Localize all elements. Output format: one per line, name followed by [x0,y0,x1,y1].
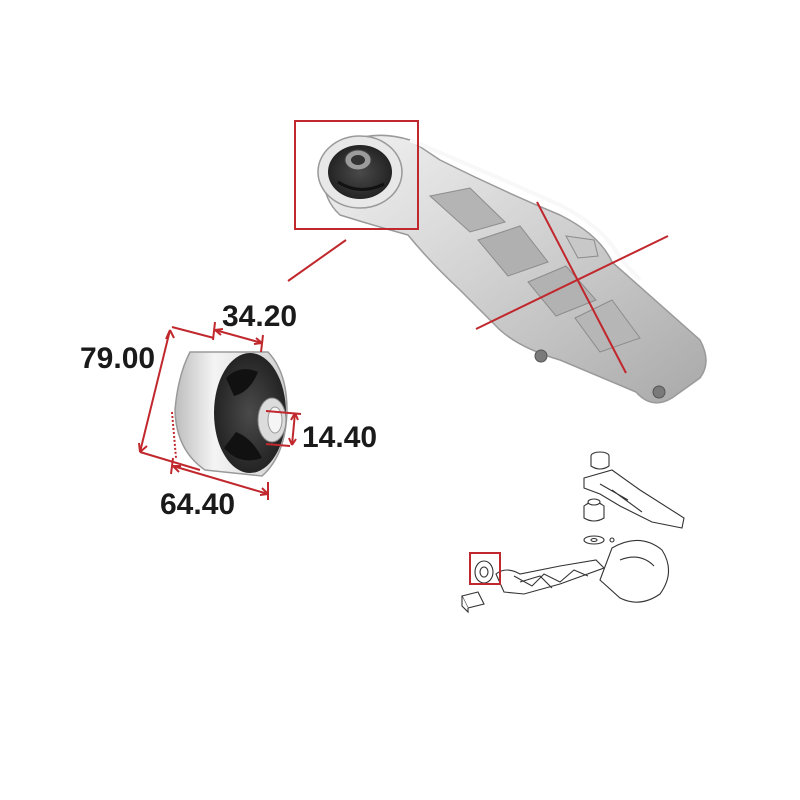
dimension-height: 79.00 [80,342,156,375]
exploded-assembly-drawing [461,451,685,614]
dimension-length-bottom: 64.40 [160,488,236,521]
cross-line-2 [536,201,627,374]
dimension-inner-bore: 14.40 [302,421,378,454]
subframe-arm-photo [317,134,707,404]
drawing-highlight-box [469,552,501,585]
bushing-photo [174,351,288,477]
leader-line [287,239,347,282]
cross-line-1 [475,235,669,330]
mount-highlight-box [294,120,419,230]
dimension-lines [138,321,302,500]
dimension-width-top: 34.20 [222,300,298,333]
